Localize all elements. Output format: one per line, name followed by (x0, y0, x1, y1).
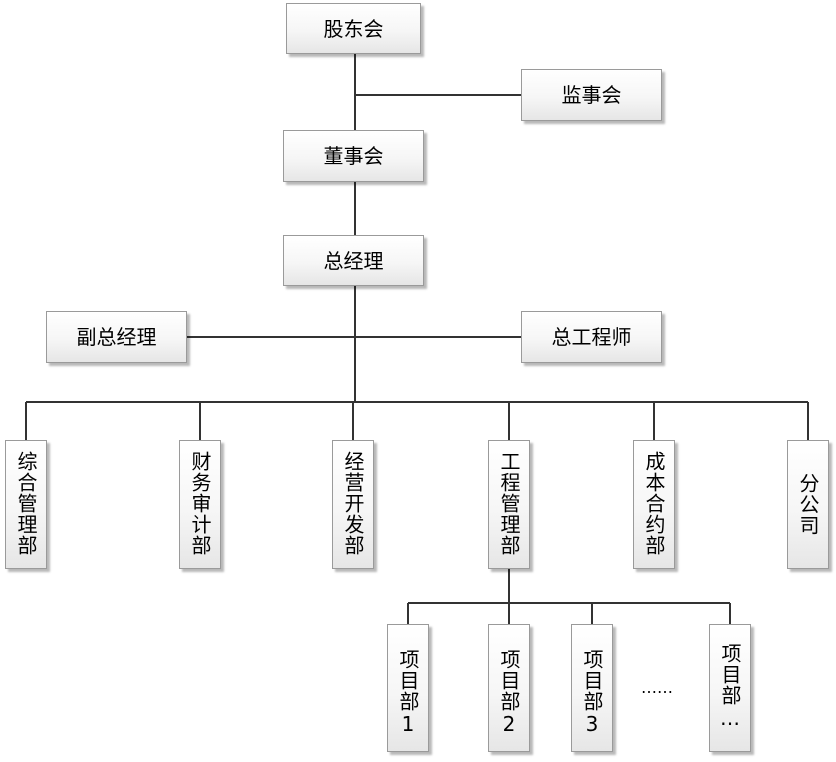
node-project: 项目部1 (387, 624, 429, 752)
node-label: 项目部… (718, 643, 742, 731)
node-board: 董事会 (283, 130, 424, 182)
node-label: 财务审计部 (188, 451, 212, 556)
node-label: 经营开发部 (341, 451, 365, 556)
node-department: 分公司 (787, 440, 829, 569)
node-project: 项目部3 (571, 624, 613, 752)
node-department: 经营开发部 (332, 440, 374, 569)
node-chief-engineer: 总工程师 (521, 311, 662, 363)
node-label: 综合管理部 (14, 451, 38, 556)
node-label: 成本合约部 (642, 451, 666, 556)
node-department: 财务审计部 (179, 440, 221, 569)
node-department: 成本合约部 (633, 440, 675, 569)
node-label: 工程管理部 (497, 451, 521, 556)
node-department: 工程管理部 (488, 440, 530, 569)
node-supervisors: 监事会 (521, 69, 662, 121)
node-label: 股东会 (323, 16, 384, 41)
node-label: 总经理 (323, 248, 384, 273)
node-label: 项目部1 (396, 649, 420, 737)
node-project: 项目部2 (488, 624, 530, 752)
node-department: 综合管理部 (5, 440, 47, 569)
node-label: 总工程师 (551, 325, 632, 349)
node-label: 项目部2 (497, 649, 521, 737)
node-label: 监事会 (561, 83, 622, 107)
node-general-manager: 总经理 (283, 235, 424, 286)
node-shareholders: 股东会 (286, 3, 421, 54)
node-deputy-gm: 副总经理 (46, 311, 187, 363)
node-label: 副总经理 (76, 325, 157, 349)
node-label: 分公司 (796, 473, 820, 536)
ellipsis-more-projects: …… (641, 678, 673, 697)
node-project: 项目部… (709, 624, 751, 752)
node-label: 董事会 (323, 144, 384, 168)
node-label: 项目部3 (580, 649, 604, 737)
